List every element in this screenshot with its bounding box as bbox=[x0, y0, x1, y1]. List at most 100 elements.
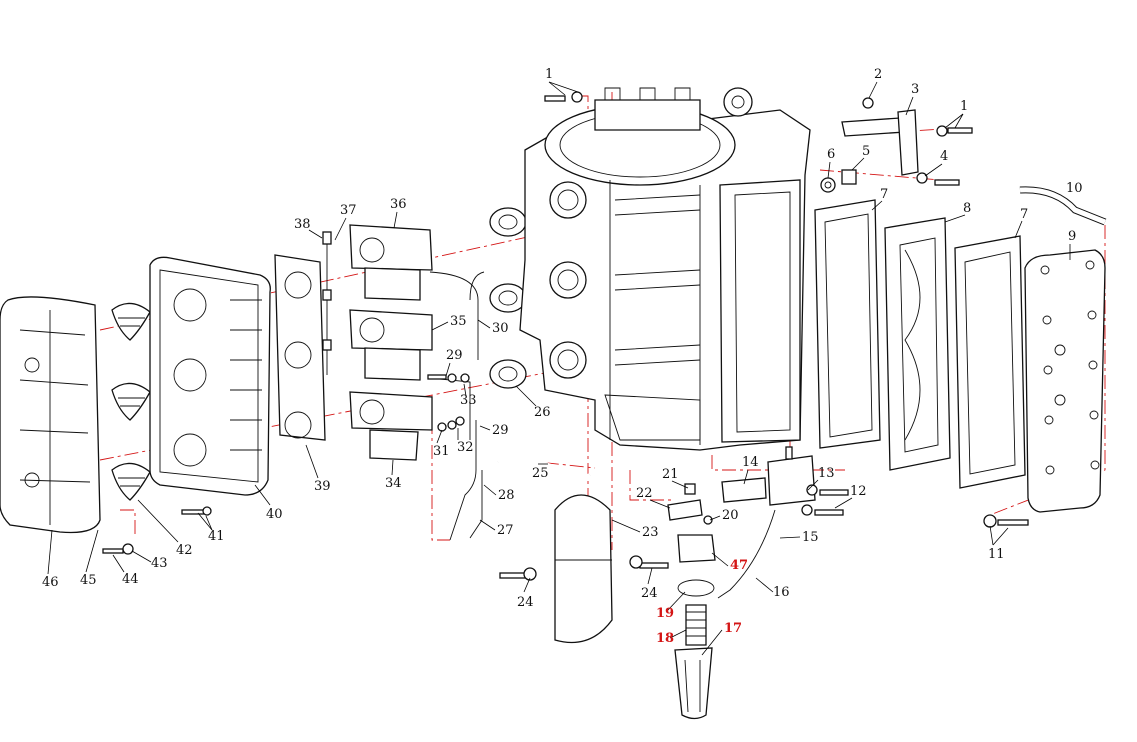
leader-line-35 bbox=[431, 321, 449, 331]
part-label-2: 2 bbox=[874, 67, 882, 82]
leader-line-11 bbox=[992, 527, 1009, 546]
leader-line-6 bbox=[827, 161, 831, 179]
leader-line-1 bbox=[548, 81, 579, 93]
leader-line-29 bbox=[445, 362, 451, 377]
part-label-47: 47 bbox=[730, 558, 748, 573]
leader-line-28 bbox=[483, 484, 497, 496]
leader-line-39 bbox=[305, 444, 319, 479]
leader-line-19 bbox=[667, 591, 686, 611]
part-label-7: 7 bbox=[1020, 207, 1028, 222]
part-label-16: 16 bbox=[773, 585, 790, 600]
callout-leaders bbox=[47, 81, 1071, 656]
intake-cones bbox=[111, 302, 151, 501]
part-label-1: 1 bbox=[545, 67, 553, 82]
hose-25 bbox=[497, 457, 591, 479]
part-label-12: 12 bbox=[850, 484, 867, 499]
part-label-8: 8 bbox=[963, 201, 971, 216]
leader-line-23 bbox=[611, 519, 641, 533]
leader-line-47 bbox=[711, 552, 729, 567]
leader-line-18 bbox=[669, 629, 687, 639]
leader-line-31 bbox=[436, 429, 443, 444]
fuel-filter-element bbox=[674, 534, 716, 720]
leader-line-22 bbox=[649, 499, 671, 509]
intake-gaskets bbox=[489, 207, 527, 389]
part-label-41: 41 bbox=[208, 529, 225, 544]
part-label-25: 25 bbox=[532, 466, 549, 481]
leader-line-16 bbox=[755, 577, 774, 593]
part-label-38: 38 bbox=[294, 217, 311, 232]
silencer-cover bbox=[0, 296, 101, 534]
part-label-43: 43 bbox=[151, 556, 168, 571]
part-label-20: 20 bbox=[722, 508, 739, 523]
leader-line-1 bbox=[548, 81, 566, 96]
filter-bracket bbox=[667, 483, 713, 525]
part-label-3: 3 bbox=[911, 82, 919, 97]
leader-line-8 bbox=[944, 214, 966, 223]
leader-line-17 bbox=[701, 629, 723, 656]
part-label-37: 37 bbox=[340, 203, 357, 218]
leader-line-26 bbox=[515, 385, 537, 407]
leader-line-1 bbox=[954, 113, 964, 129]
part-label-30: 30 bbox=[492, 321, 509, 336]
part-number-labels: 1123456778910111213141516171819202122232… bbox=[42, 67, 1083, 646]
part-label-28: 28 bbox=[498, 488, 515, 503]
leader-line-41 bbox=[197, 512, 213, 531]
leader-line-34 bbox=[391, 459, 394, 476]
intake-manifold bbox=[149, 256, 271, 496]
leader-line-30 bbox=[477, 319, 491, 329]
leader-line-42 bbox=[137, 499, 179, 543]
leader-line-20 bbox=[709, 515, 721, 521]
leader-line-44 bbox=[112, 554, 125, 573]
fuel-filter-canister bbox=[499, 494, 669, 644]
part-label-6: 6 bbox=[827, 147, 835, 162]
part-label-45: 45 bbox=[80, 573, 97, 588]
fuel-pump bbox=[717, 446, 849, 599]
part-label-10: 10 bbox=[1066, 181, 1083, 196]
part-label-5: 5 bbox=[862, 144, 870, 159]
part-label-7: 7 bbox=[880, 187, 888, 202]
leader-line-46 bbox=[47, 529, 53, 575]
part-label-13: 13 bbox=[818, 466, 835, 481]
part-label-40: 40 bbox=[266, 507, 283, 522]
part-label-19: 19 bbox=[656, 606, 674, 621]
part-label-17: 17 bbox=[724, 621, 742, 636]
part-label-27: 27 bbox=[497, 523, 514, 538]
leader-line-3 bbox=[905, 96, 914, 116]
leader-line-15 bbox=[779, 536, 801, 539]
manifold-gasket bbox=[274, 254, 326, 441]
leader-line-7 bbox=[1014, 220, 1023, 239]
leader-line-11 bbox=[989, 525, 994, 546]
part-label-21: 21 bbox=[662, 467, 679, 482]
leader-line-45 bbox=[85, 529, 99, 573]
leader-line-13 bbox=[807, 479, 819, 491]
part-label-23: 23 bbox=[642, 525, 659, 540]
part-label-18: 18 bbox=[656, 631, 674, 646]
part-label-29: 29 bbox=[492, 423, 509, 438]
part-label-33: 33 bbox=[460, 393, 477, 408]
leader-line-4 bbox=[924, 163, 943, 177]
throttle-linkage bbox=[322, 231, 332, 375]
part-label-31: 31 bbox=[433, 444, 450, 459]
leader-line-38 bbox=[308, 229, 323, 239]
part-label-4: 4 bbox=[940, 149, 948, 164]
leader-line-1 bbox=[944, 113, 964, 129]
part-label-26: 26 bbox=[534, 405, 551, 420]
part-label-1: 1 bbox=[960, 99, 968, 114]
part-label-11: 11 bbox=[988, 547, 1005, 562]
part-label-39: 39 bbox=[314, 479, 331, 494]
part-label-46: 46 bbox=[42, 575, 59, 590]
part-label-24: 24 bbox=[641, 586, 658, 601]
leader-line-41 bbox=[205, 515, 213, 531]
part-label-24: 24 bbox=[517, 595, 534, 610]
leader-line-14 bbox=[743, 469, 749, 485]
leader-line-24 bbox=[523, 577, 531, 593]
leader-line-12 bbox=[834, 497, 853, 509]
part-label-9: 9 bbox=[1068, 229, 1076, 244]
leader-line-33 bbox=[463, 383, 467, 397]
part-label-32: 32 bbox=[457, 440, 474, 455]
carburetor-stack bbox=[349, 224, 433, 461]
leader-line-24 bbox=[647, 567, 653, 585]
leader-line-36 bbox=[393, 211, 398, 229]
